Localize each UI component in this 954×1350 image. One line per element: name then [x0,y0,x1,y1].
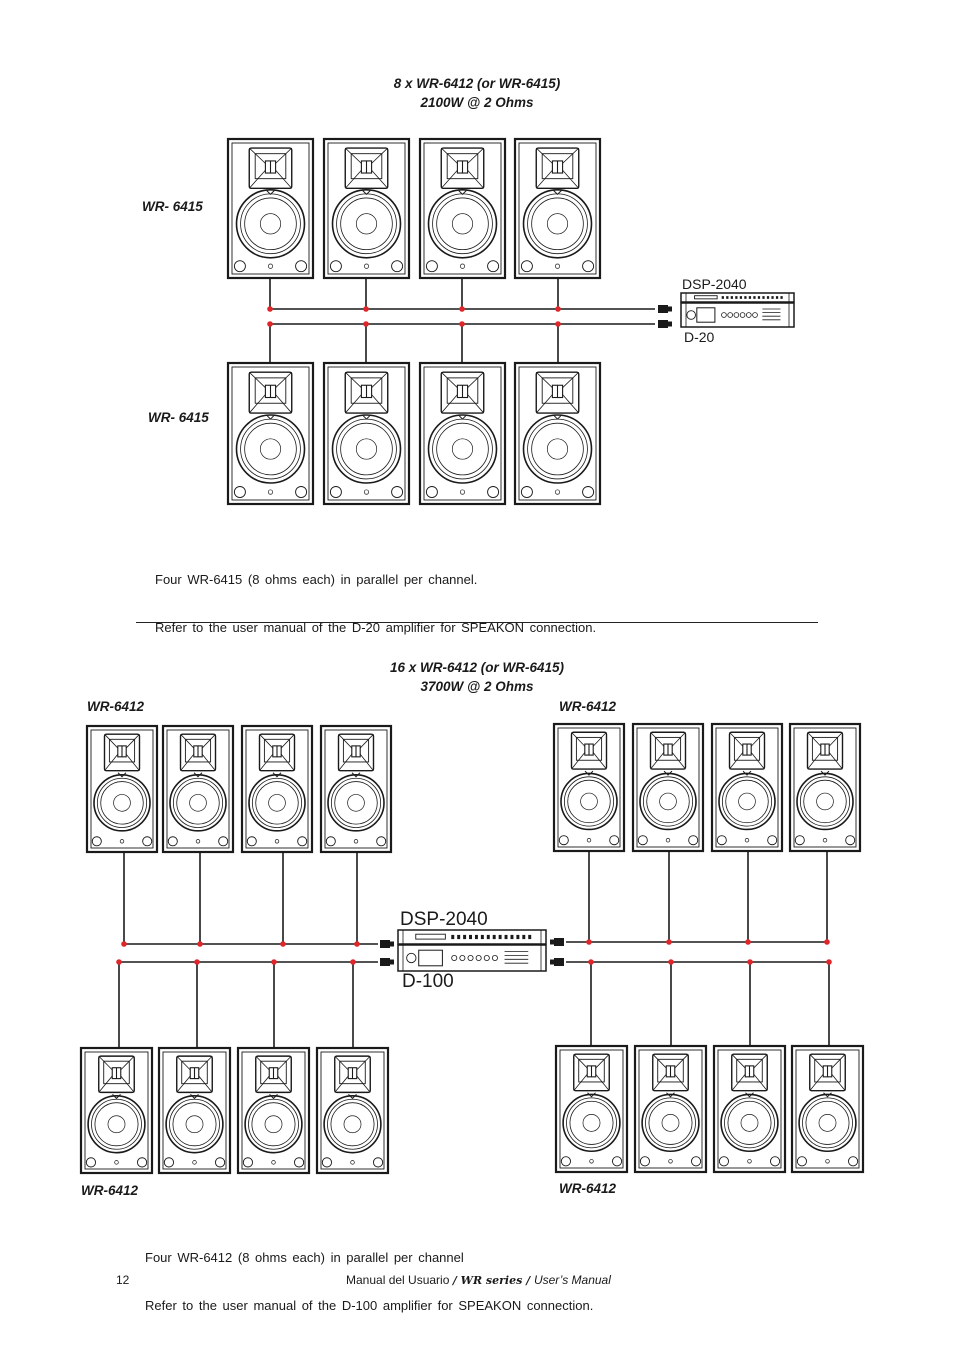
diagram2-bottom-right-label: WR-6412 [559,1181,617,1196]
junction-dot-icon [666,939,672,945]
junction-dot-icon [271,959,277,965]
diagram1-title-line1: 8 x WR-6412 (or WR-6415) [393,76,561,91]
diagram2-title-line2: 3700W @ 2 Ohms [420,679,534,694]
speaker-cabinet-icon [418,137,507,280]
junction-dot-icon [586,939,592,945]
speaker-cabinet-icon [554,1044,629,1174]
dsp-processor-icon [680,292,795,303]
page-number: 12 [116,1273,130,1287]
junction-dot-icon [194,959,200,965]
speaker-cabinet-icon [157,1046,232,1175]
junction-dot-icon [197,941,203,947]
junction-dot-icon [588,959,594,965]
speakon-connector-icon [550,958,564,966]
diagram2-title: 16 x WR-6412 (or WR-6415) 3700W @ 2 Ohms [0,658,954,696]
junction-dot-icon [745,939,751,945]
speaker-cabinet-icon [631,722,705,853]
speaker-cabinet-icon [79,1046,154,1175]
diagram1-top-group-label: WR- 6415 [142,199,203,214]
diagram1-description-line1: Four WR-6415 (8 ohms each) in parallel p… [155,572,478,587]
speaker-cabinet-icon [788,722,862,853]
footer-series-text: WR series [460,1274,523,1287]
footer-manual-text: Manual del Usuario [346,1273,450,1287]
footer-users-manual-text: User’s Manual [533,1273,611,1287]
junction-dot-icon [280,941,286,947]
diagram2-description-line1: Four WR-6412 (8 ohms each) in parallel p… [145,1250,464,1265]
speaker-cabinet-icon [710,722,784,853]
speaker-cabinet-icon [418,361,507,506]
junction-dot-icon [363,321,369,327]
junction-dot-icon [116,959,122,965]
junction-dot-icon [459,321,465,327]
junction-dot-icon [363,306,369,312]
diagram2-processor-label: DSP-2040 [400,909,488,930]
speaker-cabinet-icon [226,137,315,280]
speakon-connector-icon [550,938,564,946]
junction-dot-icon [555,306,561,312]
speakon-connector-icon [380,940,394,948]
speaker-cabinet-icon [236,1046,311,1175]
diagram1-title-line2: 2100W @ 2 Ohms [420,95,534,110]
speaker-cabinet-icon [322,137,411,280]
amplifier-icon [397,944,547,972]
speaker-cabinet-icon [633,1044,708,1174]
diagram1-description: Four WR-6415 (8 ohms each) in parallel p… [155,540,596,652]
diagram1-title: 8 x WR-6412 (or WR-6415) 2100W @ 2 Ohms [0,74,954,112]
junction-dot-icon [826,959,832,965]
speaker-cabinet-icon [240,724,314,854]
amplifier-icon [680,302,795,328]
speaker-cabinet-icon [226,361,315,506]
diagram1-bottom-group-label: WR- 6415 [148,410,209,425]
diagram2-description-line2: Refer to the user manual of the D-100 am… [145,1298,594,1313]
junction-dot-icon [267,321,273,327]
diagram2-top-right-label: WR-6412 [559,699,617,714]
speaker-cabinet-icon [552,722,626,853]
junction-dot-icon [747,959,753,965]
speaker-cabinet-icon [322,361,411,506]
diagram2-bottom-left-label: WR-6412 [81,1183,139,1198]
speakon-connector-icon [380,958,394,966]
junction-dot-icon [824,939,830,945]
diagram2-description: Four WR-6412 (8 ohms each) in parallel p… [145,1218,593,1330]
speaker-cabinet-icon [315,1046,390,1175]
junction-dot-icon [555,321,561,327]
speakon-connector-icon [658,320,672,328]
diagram2-amplifier-label: D-100 [402,971,454,992]
junction-dot-icon [668,959,674,965]
speakon-connector-icon [658,305,672,313]
footer-manual-title: Manual del Usuario / WR series / User’s … [346,1273,611,1287]
speaker-cabinet-icon [319,724,393,854]
junction-dot-icon [354,941,360,947]
speaker-cabinet-icon [712,1044,787,1174]
junction-dot-icon [459,306,465,312]
diagram1-description-line2: Refer to the user manual of the D-20 amp… [155,620,597,635]
section-divider [136,622,818,623]
dsp-processor-icon [397,929,547,945]
diagram2-top-left-label: WR-6412 [87,699,145,714]
speaker-cabinet-icon [85,724,159,854]
speaker-cabinet-icon [790,1044,865,1174]
speaker-cabinet-icon [513,137,602,280]
diagram2-title-line1: 16 x WR-6412 (or WR-6415) [389,660,565,675]
speaker-cabinet-icon [161,724,235,854]
diagram1-processor-label: DSP-2040 [682,276,747,292]
diagram1-amplifier-label: D-20 [684,329,715,345]
junction-dot-icon [121,941,127,947]
junction-dot-icon [350,959,356,965]
junction-dot-icon [267,306,273,312]
speaker-cabinet-icon [513,361,602,506]
